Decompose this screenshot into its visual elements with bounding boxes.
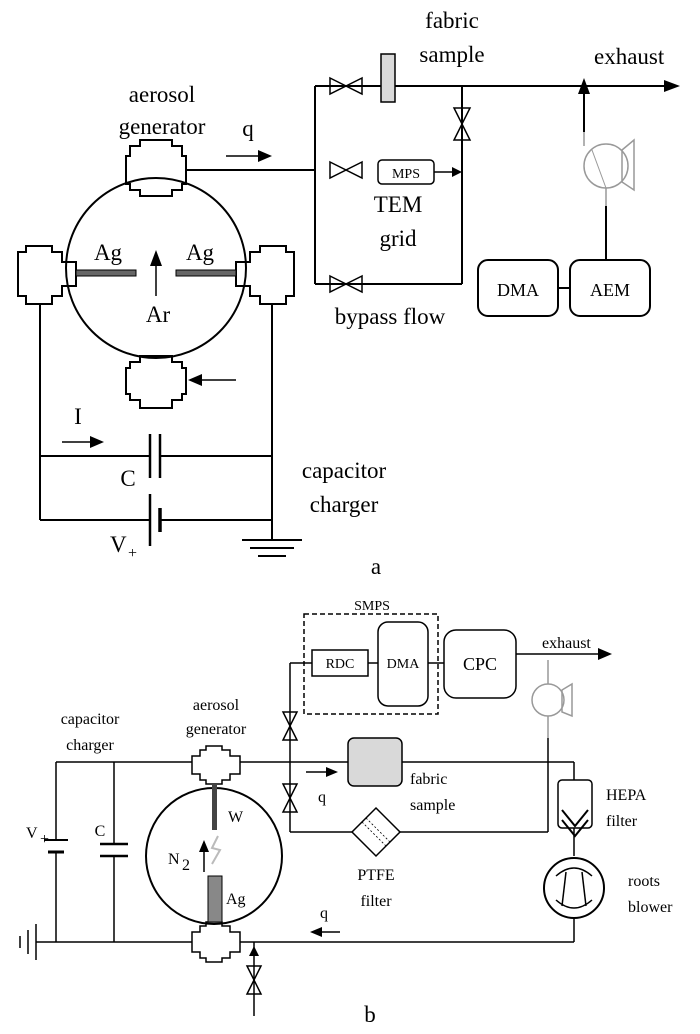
b-q-bottom-label: q (320, 905, 328, 922)
bottom-port (125, 355, 187, 409)
b-panel-label: b (364, 1002, 376, 1027)
a-exhaust-label: exhaust (594, 44, 665, 69)
b-ptfe-label-1: PTFE (357, 867, 394, 884)
current-arrow-icon (90, 436, 104, 448)
mps-label: MPS (392, 167, 420, 182)
a-charger-label-2: charger (310, 492, 379, 517)
q-arrow-icon (258, 150, 272, 162)
a-aerosol-label-1: aerosol (129, 82, 195, 107)
a-q-label: q (242, 116, 254, 141)
electrode-right (175, 269, 237, 277)
exhaust-arrow-icon (664, 80, 680, 92)
b-aerosol-label-1: aerosol (193, 697, 240, 714)
a-voltage-label: V (110, 532, 127, 557)
b-q-top-arrow-icon (326, 767, 338, 777)
a-fabric-label-1: fabric (425, 8, 479, 33)
aem-label: AEM (590, 280, 630, 300)
w-electrode (212, 784, 217, 830)
b-valve-upper-icon (281, 711, 299, 741)
a-ag-left-label: Ag (94, 240, 123, 265)
a-bypass-label: bypass flow (335, 304, 446, 329)
b-voltage-label: V (26, 825, 38, 842)
b-n2-label: N (168, 851, 180, 868)
a-aerosol-label-2: generator (119, 114, 206, 139)
a-ag-right-label: Ag (186, 240, 215, 265)
a-voltage-sub: + (128, 545, 137, 562)
b-ag-label: Ag (226, 891, 246, 908)
electrode-left (75, 269, 137, 277)
a-tem-label-1: TEM (374, 192, 423, 217)
b-exhaust-label: exhaust (542, 635, 591, 652)
top-port (125, 139, 187, 197)
spark-icon (210, 835, 222, 865)
ground-icon (242, 539, 302, 557)
n2-arrow-icon (199, 840, 209, 852)
diagram-b: SMPS RDC DMA CPC exhaust (19, 599, 673, 1027)
b-pump-icon (531, 660, 573, 738)
b-hepa-label-2: filter (606, 813, 638, 830)
ag-electrode (207, 875, 223, 923)
b-dma-label: DMA (387, 657, 421, 672)
pump-icon (583, 132, 635, 206)
b-valve-bottom-icon (245, 965, 263, 995)
b-w-label: W (228, 809, 244, 826)
b-fabric-label-1: fabric (410, 771, 447, 788)
inlet-arrow-icon (188, 374, 202, 386)
roots-blower-icon (543, 857, 605, 919)
mps-arrow-icon (452, 167, 462, 177)
a-capacitor-label: C (120, 466, 135, 491)
b-q-bottom-arrow-icon (310, 927, 322, 937)
a-fabric-label-2: sample (419, 42, 484, 67)
ptfe-filter-icon (350, 806, 402, 858)
a-panel-label: a (371, 554, 381, 579)
dma-label: DMA (497, 280, 539, 300)
b-valve-lower-icon (281, 783, 299, 813)
chamber-circle (65, 177, 247, 359)
valve-vertical-icon (452, 107, 472, 141)
b-cpc-label: CPC (463, 654, 497, 674)
b-top-port (191, 745, 241, 785)
valve-bypass-icon (329, 274, 363, 294)
b-roots-label-2: blower (628, 899, 673, 916)
b-charger-label-1: capacitor (61, 711, 120, 728)
b-bottom-port (191, 921, 241, 963)
hepa-filter-box (557, 779, 593, 829)
a-tem-label-2: grid (379, 226, 417, 251)
b-fabric-label-2: sample (410, 797, 455, 814)
smps-box (303, 613, 439, 715)
b-capacitor-label: C (95, 823, 106, 840)
ar-arrow-icon (150, 250, 162, 266)
b-dma-box (377, 621, 429, 707)
b-rdc-label: RDC (326, 657, 355, 672)
a-current-label: I (74, 404, 82, 429)
b-charger-label-2: charger (66, 737, 114, 754)
a-charger-label-1: capacitor (302, 458, 387, 483)
pump-up-arrow-icon (578, 78, 590, 94)
valve-top-icon (329, 76, 363, 96)
b-n2-sub: 2 (182, 857, 190, 874)
b-fabric-sample-box (347, 737, 403, 787)
cpc-box (443, 629, 517, 699)
b-exhaust-arrow-icon (598, 648, 612, 660)
b-voltage-sub: + (40, 831, 49, 848)
b-inlet-arrow-icon (249, 946, 259, 956)
b-smps-label: SMPS (354, 599, 390, 614)
b-ground-icon (19, 924, 37, 960)
b-hepa-label-1: HEPA (606, 787, 647, 804)
b-aerosol-label-2: generator (186, 721, 247, 738)
b-q-top-label: q (318, 789, 326, 806)
diagram-a: MPS DMA AEM (17, 8, 680, 579)
valve-middle-icon (329, 160, 363, 180)
b-roots-label-1: roots (628, 873, 660, 890)
aem-box (569, 259, 651, 317)
fabric-sample-holder (380, 53, 396, 103)
a-ar-label: Ar (146, 302, 171, 327)
b-ptfe-label-2: filter (360, 893, 392, 910)
